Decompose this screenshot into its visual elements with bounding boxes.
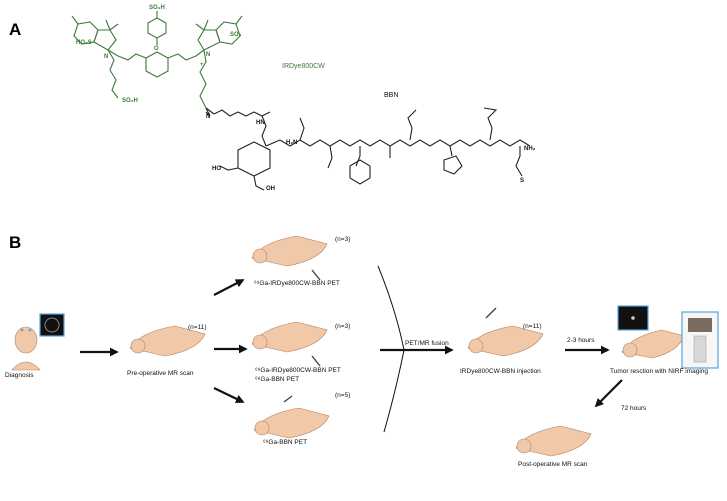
label-pet3: ⁶⁸Ga-BBN PET — [263, 439, 308, 446]
arrow-mr-to-pet3 — [213, 387, 245, 403]
label-pet2-line2: ⁶⁸Ga-BBN PET — [255, 376, 300, 383]
panel-label-a: A — [9, 20, 22, 39]
peptide-label: BBN — [384, 92, 399, 99]
atom-ho-dota: HO — [212, 166, 221, 172]
nirf-thumbnail-icon — [617, 305, 649, 331]
patient-body-postop-icon — [515, 425, 592, 457]
linker-bonds — [205, 107, 531, 191]
chemical-structure: SO₃H HO₃S SO₃ SO₃H O N N + N HN H₂N NH₂ … — [71, 5, 536, 192]
label-resection: Tumor resction with NIRF imaging — [610, 368, 709, 375]
atom-hn-linker: HN — [256, 120, 265, 126]
atom-s-met: S — [520, 178, 524, 184]
label-preop-mr: Pre-operative MR scan — [127, 370, 194, 377]
panel-label-b: B — [9, 233, 22, 252]
patient-body-pet3-icon — [253, 407, 330, 439]
atom-so3h-bottom: SO₃H — [122, 98, 138, 104]
label-diagnosis: Diagnosis — [5, 372, 34, 379]
workflow-diagram — [11, 235, 719, 457]
label-injection: IRDye800CW-BBN injection — [460, 368, 541, 375]
arrow-resection-to-postop — [594, 379, 623, 408]
patient-body-preop-icon — [129, 325, 206, 357]
atom-ho3s-left: HO₃S — [76, 40, 92, 46]
patient-body-resection-icon — [621, 329, 685, 359]
merge-lines — [377, 265, 405, 433]
atom-h2n: H₂N — [286, 140, 297, 146]
atom-oh-dota: OH — [266, 186, 275, 192]
atom-so3-right: SO₃ — [230, 32, 242, 38]
atom-n-linker: N — [206, 114, 210, 120]
dye-core-bonds — [71, 11, 243, 109]
atom-so3h-top: SO₃H — [149, 5, 165, 11]
label-pet2-n: (n=3) — [335, 323, 351, 330]
patient-head-icon — [11, 326, 41, 371]
label-time2: 72 hours — [621, 405, 647, 412]
label-postop-mr: Post-operative MR scan — [518, 461, 588, 468]
label-preop-n: (n=11) — [188, 324, 207, 331]
syringe-pet3-icon — [283, 395, 293, 403]
label-injection-n: (n=11) — [523, 323, 542, 330]
atom-n-right: N — [206, 52, 210, 58]
mri-thumbnail-icon — [39, 313, 65, 337]
atom-nh2: NH₂ — [524, 146, 536, 152]
label-pet2-line1: ⁶⁸Ga-IRDye800CW-BBN PET — [255, 367, 341, 374]
label-pet1-n: (n=3) — [335, 236, 351, 243]
atom-plus: + — [200, 62, 204, 68]
label-pet1: ⁶⁸Ga-IRDye800CW-BBN PET — [254, 280, 340, 287]
atom-o-ether: O — [154, 46, 159, 52]
arrow-mr-to-pet1 — [213, 279, 245, 296]
syringe-injection-icon — [485, 307, 497, 319]
patient-body-pet1-icon — [251, 235, 328, 267]
label-time1: 2-3 hours — [567, 337, 595, 344]
label-fusion: PET/MR fusion — [405, 340, 449, 347]
nirf-imaging-system-icon — [681, 311, 719, 369]
syringe-pet1-icon — [311, 269, 321, 281]
dye-label: IRDye800CW — [282, 63, 325, 70]
syringe-pet2-icon — [311, 355, 321, 367]
label-pet3-n: (n=5) — [335, 392, 351, 399]
patient-body-injection-icon — [467, 325, 544, 357]
atom-n-left: N — [104, 54, 108, 60]
patient-body-pet2-icon — [251, 321, 328, 353]
